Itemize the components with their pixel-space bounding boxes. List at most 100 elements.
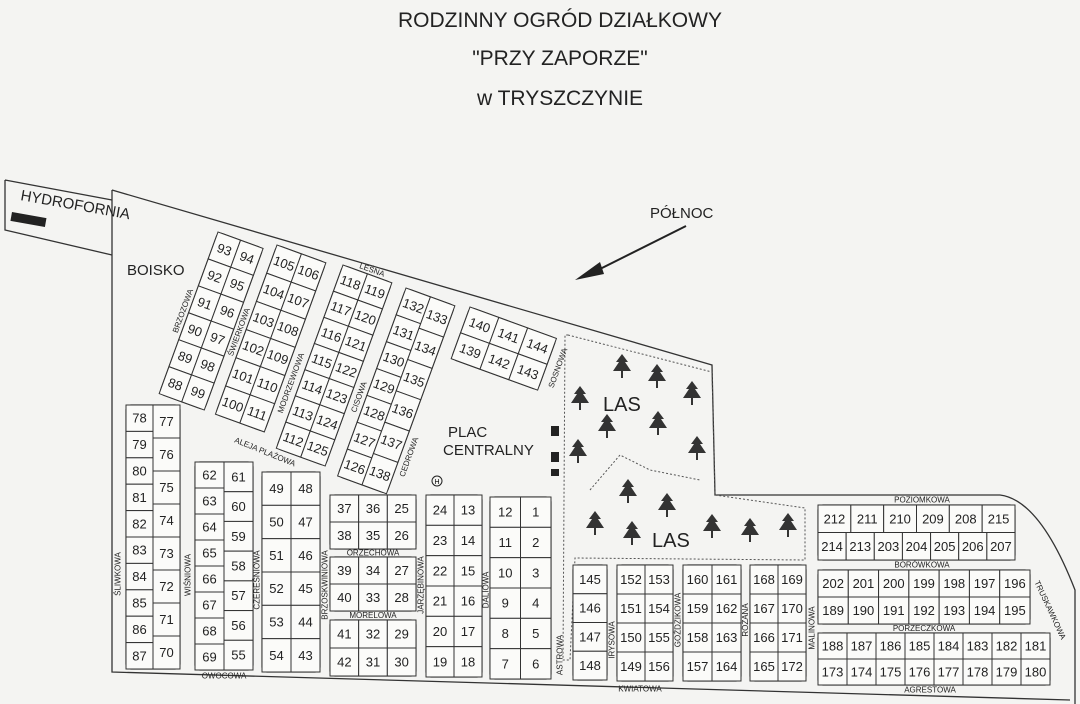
plot[interactable]: [817, 596, 849, 625]
plot[interactable]: [152, 470, 181, 505]
plot[interactable]: [875, 658, 906, 686]
plot[interactable]: [386, 619, 417, 649]
plot[interactable]: [933, 632, 964, 660]
plot[interactable]: [873, 532, 903, 561]
plot[interactable]: [152, 437, 181, 472]
plot[interactable]: [904, 632, 935, 660]
plot[interactable]: [644, 622, 674, 653]
plot[interactable]: [329, 583, 360, 612]
plot[interactable]: [261, 538, 292, 573]
plot[interactable]: [152, 536, 181, 571]
plot[interactable]: [711, 593, 742, 624]
plot[interactable]: [223, 491, 254, 522]
plot[interactable]: [644, 651, 674, 682]
plot[interactable]: [453, 494, 483, 526]
plot[interactable]: [777, 622, 807, 653]
plot[interactable]: [329, 647, 360, 677]
plot[interactable]: [908, 569, 940, 598]
plot[interactable]: [194, 513, 225, 541]
plot[interactable]: [991, 658, 1022, 686]
plot[interactable]: [125, 642, 154, 670]
plot[interactable]: [616, 622, 646, 653]
plot[interactable]: [358, 521, 388, 550]
plot[interactable]: [358, 619, 388, 649]
plot[interactable]: [261, 638, 292, 673]
plot[interactable]: [152, 503, 181, 538]
plot[interactable]: [572, 650, 608, 681]
plot[interactable]: [817, 569, 849, 598]
plot[interactable]: [386, 583, 417, 612]
plot[interactable]: [682, 651, 713, 682]
plot[interactable]: [386, 647, 417, 677]
plot[interactable]: [644, 593, 674, 624]
plot[interactable]: [489, 648, 521, 680]
plot[interactable]: [329, 521, 360, 550]
plot[interactable]: [125, 483, 154, 512]
plot[interactable]: [358, 494, 388, 523]
plot[interactable]: [453, 555, 483, 587]
plot[interactable]: [520, 587, 552, 619]
plot[interactable]: [916, 504, 950, 533]
plot[interactable]: [520, 617, 552, 650]
plot[interactable]: [999, 596, 1031, 625]
plot[interactable]: [777, 564, 807, 595]
plot[interactable]: [711, 564, 742, 595]
plot[interactable]: [933, 658, 964, 686]
plot[interactable]: [817, 658, 848, 686]
plot[interactable]: [261, 571, 292, 606]
plot[interactable]: [361, 452, 399, 495]
plot[interactable]: [616, 564, 646, 595]
plot[interactable]: [572, 593, 608, 623]
plot[interactable]: [425, 494, 455, 526]
plot[interactable]: [817, 632, 848, 660]
plot[interactable]: [152, 635, 181, 670]
plot[interactable]: [152, 404, 181, 439]
plot[interactable]: [425, 524, 455, 557]
plot[interactable]: [453, 585, 483, 617]
plot[interactable]: [239, 394, 276, 433]
plot[interactable]: [991, 632, 1022, 660]
plot[interactable]: [290, 604, 321, 640]
plot[interactable]: [520, 648, 552, 680]
plot[interactable]: [901, 532, 932, 561]
plot[interactable]: [817, 504, 852, 533]
plot[interactable]: [962, 658, 993, 686]
plot[interactable]: [261, 604, 292, 640]
plot[interactable]: [125, 589, 154, 617]
plot[interactable]: [817, 532, 847, 561]
plot[interactable]: [300, 430, 336, 467]
plot[interactable]: [386, 556, 417, 585]
plot[interactable]: [358, 556, 388, 585]
plot[interactable]: [644, 564, 674, 595]
plot[interactable]: [425, 555, 455, 587]
plot[interactable]: [930, 532, 960, 561]
plot[interactable]: [194, 487, 225, 515]
plot[interactable]: [358, 583, 388, 612]
plot[interactable]: [508, 353, 548, 391]
plot[interactable]: [1020, 658, 1051, 686]
plot[interactable]: [386, 521, 417, 550]
plot[interactable]: [682, 593, 713, 624]
plot[interactable]: [520, 557, 552, 589]
plot[interactable]: [908, 596, 940, 625]
plot[interactable]: [749, 564, 779, 595]
plot[interactable]: [777, 651, 807, 682]
plot[interactable]: [878, 596, 910, 625]
plot[interactable]: [223, 639, 254, 671]
plot[interactable]: [223, 550, 254, 582]
plot[interactable]: [847, 596, 880, 625]
plot[interactable]: [489, 526, 521, 559]
plot[interactable]: [329, 494, 360, 523]
plot[interactable]: [938, 596, 970, 625]
plot[interactable]: [453, 524, 483, 557]
plot[interactable]: [749, 593, 779, 624]
plot[interactable]: [358, 647, 388, 677]
plot[interactable]: [425, 615, 455, 648]
plot[interactable]: [290, 538, 321, 573]
plot[interactable]: [453, 646, 483, 678]
plot[interactable]: [711, 651, 742, 682]
plot[interactable]: [181, 374, 215, 411]
plot[interactable]: [223, 461, 254, 493]
plot[interactable]: [616, 593, 646, 624]
plot[interactable]: [223, 580, 254, 612]
